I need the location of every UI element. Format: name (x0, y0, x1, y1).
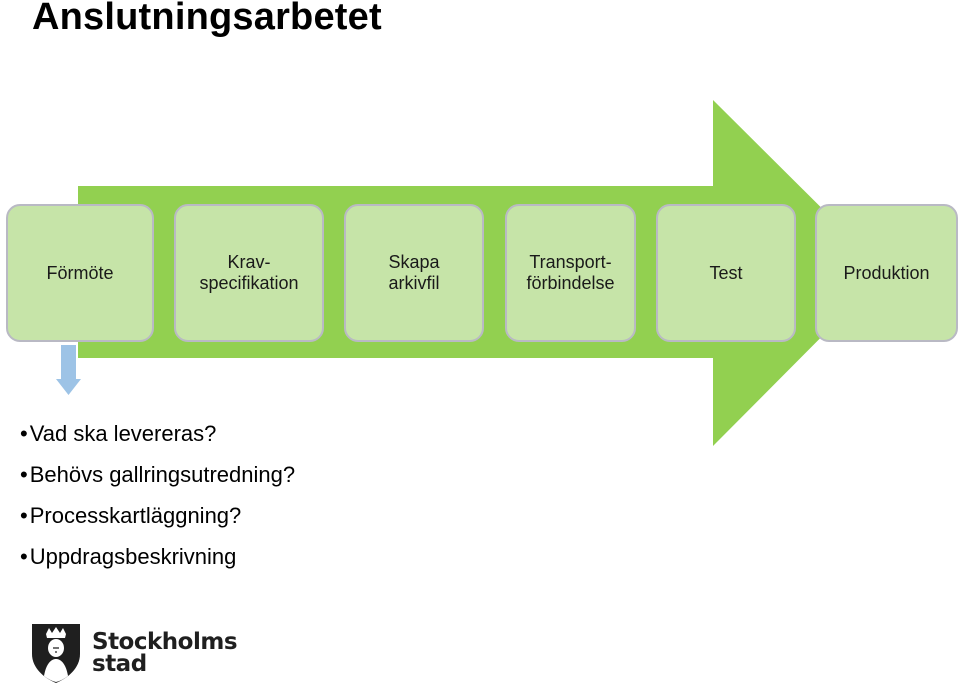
list-item: Behövs gallringsutredning? (20, 461, 295, 502)
step-label: Skapa arkivfil (388, 252, 440, 293)
slide-title: Anslutningsarbetet (32, 0, 382, 38)
step-kravspecifikation: Krav- specifikation (174, 204, 324, 342)
coat-of-arms-icon (32, 624, 80, 683)
down-arrow-icon (56, 345, 81, 395)
logo-wordmark: Stockholms stad (92, 629, 238, 677)
stockholms-stad-logo: Stockholms stad (30, 622, 238, 684)
step-label: Transport- förbindelse (526, 252, 615, 293)
step-label: Test (709, 262, 743, 283)
logo-line-2: stad (92, 651, 147, 677)
step-transportforbindelse: Transport- förbindelse (505, 204, 636, 342)
step-test: Test (656, 204, 796, 342)
step-label: Förmöte (46, 262, 114, 283)
logo-line-1: Stockholms (92, 629, 238, 655)
step-produktion: Produktion (815, 204, 958, 342)
list-item: Vad ska levereras? (20, 420, 295, 461)
step-label: Krav- specifikation (199, 252, 299, 293)
question-list: Vad ska levereras? Behövs gallringsutred… (20, 420, 295, 584)
step-formote: Förmöte (6, 204, 154, 342)
list-item: Uppdragsbeskrivning (20, 543, 295, 584)
step-skapa-arkivfil: Skapa arkivfil (344, 204, 484, 342)
list-item: Processkartläggning? (20, 502, 295, 543)
step-label: Produktion (843, 262, 930, 283)
